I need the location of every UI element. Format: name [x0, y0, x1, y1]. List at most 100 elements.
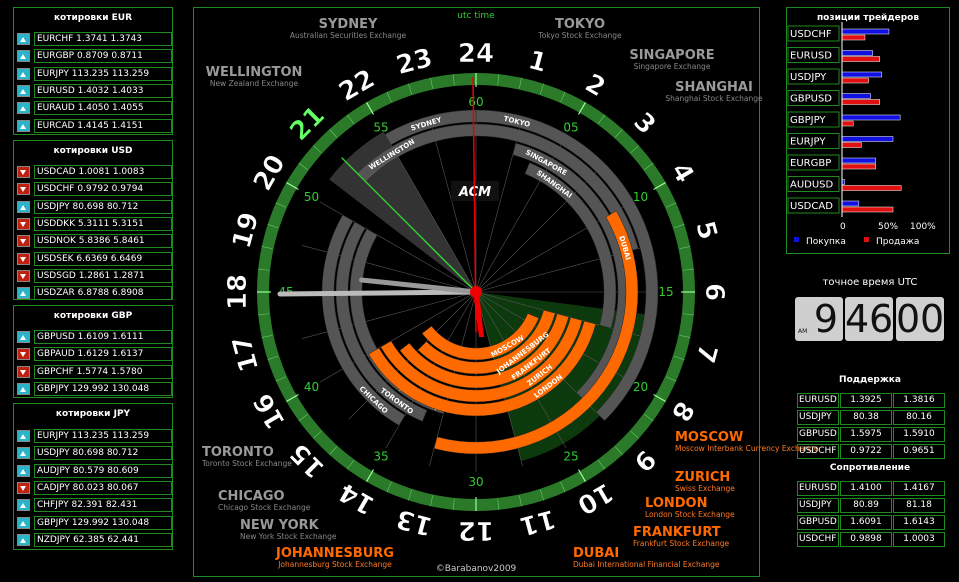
arrow-down-icon [17, 365, 30, 378]
positions-axis-label: 50% [878, 222, 898, 232]
minute-tick [258, 268, 270, 271]
market-clock [193, 7, 760, 577]
support-a: 0.9722 [840, 444, 892, 459]
support-pair: EURUSD [797, 393, 839, 408]
position-pair-box [787, 68, 840, 85]
hour-numeral: 19 [227, 209, 265, 252]
minute-label: 40 [304, 380, 319, 394]
minute-label: 55 [373, 120, 388, 134]
position-pair-label: AUDUSD [790, 180, 834, 191]
minute-tick [275, 376, 287, 382]
quote-text: GBPAUD 1.6129 1.6137 [34, 347, 172, 362]
position-pair-label: EURGBP [790, 158, 831, 169]
resistance-pair: USDJPY [797, 498, 839, 513]
green-hand [341, 157, 477, 293]
clock-center [470, 286, 482, 298]
quote-text: USDNOK 5.8386 5.8461 [34, 234, 172, 249]
city-exchange: New York Stock Exchange [240, 532, 337, 541]
hour-line [385, 135, 477, 293]
minute-tick [653, 393, 666, 403]
position-pair-label: GBPJPY [790, 115, 826, 126]
city-name: MOSCOW [675, 430, 743, 445]
quote-text: USDCHF 0.9792 0.9794 [34, 182, 172, 197]
resistance-a: 80.89 [840, 498, 892, 513]
quote-text: EURJPY 113.235 113.259 [34, 429, 172, 443]
session-arc [380, 317, 583, 403]
positions-panel: позиции трейдеров [786, 7, 950, 254]
minute-tick [365, 102, 375, 115]
city-exchange: Toronto Stock Exchange [201, 459, 292, 468]
minute-tick [261, 334, 273, 338]
support-b: 1.5910 [893, 427, 945, 442]
positions-chart: USDCHFEURUSDUSDJPYGBPUSDGBPJPYEURJPYEURG… [787, 22, 936, 247]
minute-label: 25 [563, 450, 578, 464]
city-name: LONDON [645, 496, 707, 511]
minute-tick [286, 181, 299, 191]
arrow-down-icon [17, 481, 30, 494]
legend-sell-swatch [864, 237, 869, 242]
minute-tick [673, 355, 685, 360]
position-pair-box [787, 176, 840, 192]
city-exchange: New Zealand Exchange [210, 79, 299, 88]
quote-text: CADJPY 80.023 80.067 [34, 480, 172, 495]
quote-text: GBPJPY 129.992 130.048 [34, 515, 172, 530]
digit-min2: 6 [869, 297, 894, 341]
arrow-up-icon [17, 33, 30, 45]
minute-label: 30 [468, 475, 483, 489]
digit-sec2: 0 [920, 297, 945, 341]
position-pair-box [787, 197, 840, 214]
hour-line [429, 118, 477, 293]
session-arc [421, 313, 540, 361]
minute-tick [598, 114, 605, 124]
hour-numeral: 11 [516, 503, 559, 541]
quote-text: USDSGD 1.2861 1.2871 [34, 268, 172, 283]
support-a: 1.5975 [840, 427, 892, 442]
quote-panel-title: котировки EUR [53, 13, 133, 23]
minute-tick [298, 414, 308, 421]
minute-tick [682, 268, 694, 271]
support-a: 1.3925 [840, 393, 892, 408]
sell-bar [841, 77, 869, 84]
hour-numeral: 6 [699, 283, 729, 301]
quote-text: EURCHF 1.3741 1.3743 [34, 32, 172, 46]
buy-bar [841, 28, 890, 35]
asia-sector [329, 131, 476, 292]
sell-bar [841, 120, 854, 127]
minute-tick [430, 495, 434, 507]
minute-tick [673, 224, 685, 229]
minute-tick [430, 77, 434, 89]
city-exchange: Dubai International Financial Exchange [573, 560, 720, 569]
minute-tick [497, 74, 500, 86]
minute-tick [386, 481, 392, 493]
position-pair-label: USDJPY [790, 72, 827, 83]
arrow-up-icon [17, 331, 30, 343]
buy-bar [841, 71, 883, 78]
city-exchange: Singapore Exchange [634, 62, 711, 71]
sell-bar [841, 56, 880, 62]
position-pair-label: USDCHF [790, 29, 832, 40]
quote-text: AUDJPY 80.579 80.609 [34, 463, 172, 478]
city-exchange: Tokyo Stock Exchange [537, 31, 622, 40]
arrow-up-icon [17, 84, 30, 97]
minute-tick [577, 102, 587, 115]
quote-panel-title: котировки JPY [55, 409, 131, 419]
legend-buy-swatch [794, 237, 799, 242]
support-a: 80.38 [840, 410, 892, 425]
resistance-b: 81.18 [893, 498, 945, 513]
city-exchange: Australian Securities Exchange [290, 31, 407, 40]
utc-title: точное время UTC [822, 277, 918, 288]
minute-tick [347, 460, 354, 470]
city-name: NEW YORK [240, 518, 320, 533]
arrow-up-icon [17, 67, 30, 80]
minute-tick [313, 145, 322, 154]
arrow-up-icon [17, 499, 30, 512]
support-pair: USDJPY [797, 410, 839, 425]
hour-numeral: 13 [393, 503, 436, 541]
arrow-down-icon [17, 252, 30, 265]
minute-tick [267, 224, 279, 229]
session-arc [475, 109, 659, 422]
resistance-title: Сопротивление [829, 463, 911, 473]
arrow-down-icon [17, 217, 30, 230]
